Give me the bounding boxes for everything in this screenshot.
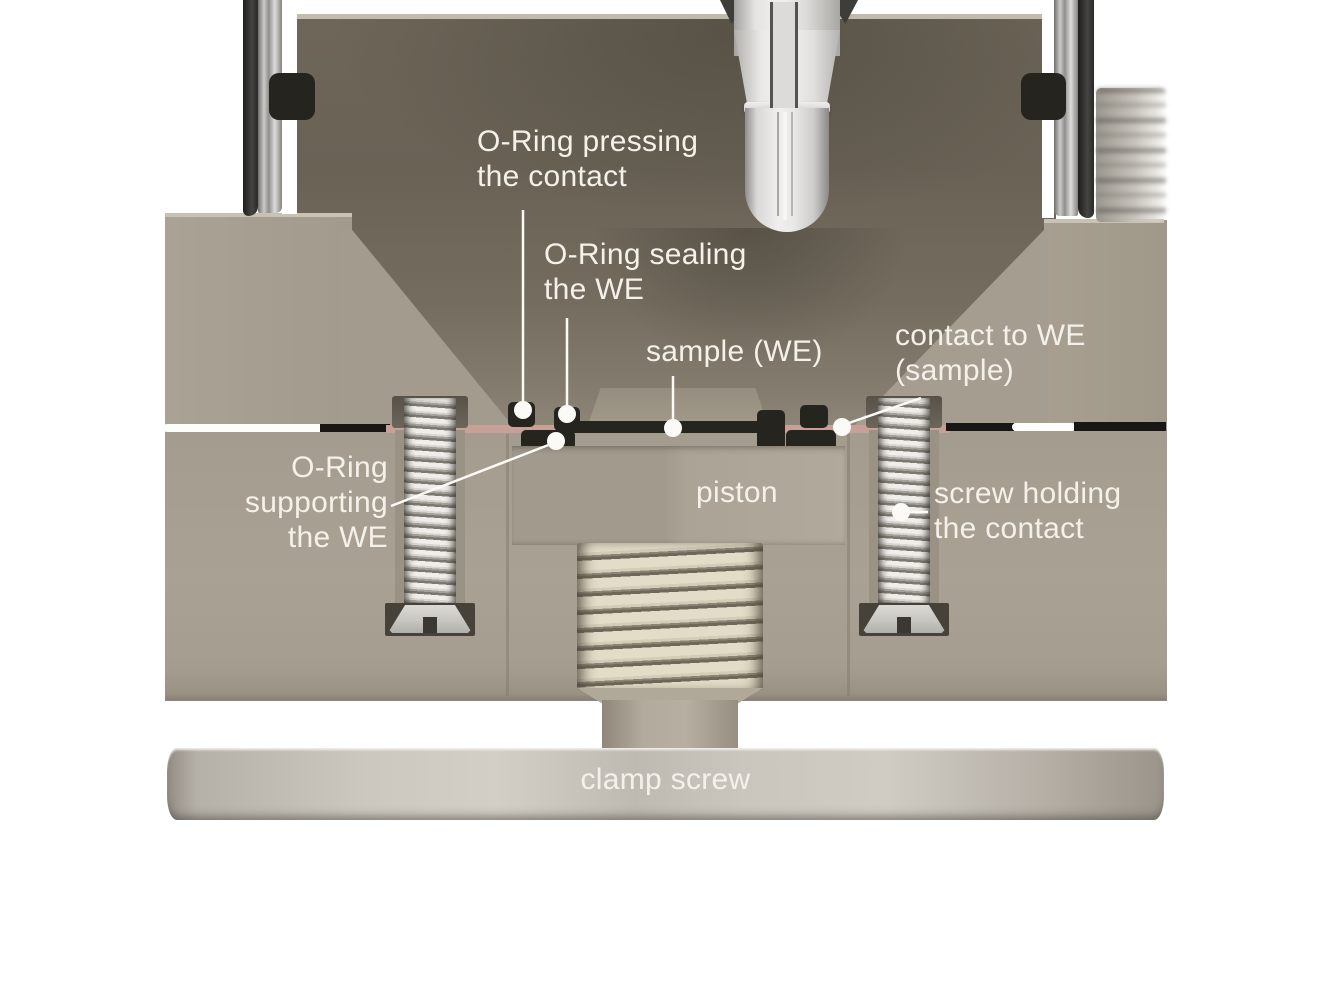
clamp-bolt-threads — [577, 543, 763, 690]
left-screw-slot — [423, 617, 437, 633]
label-screw-holding: screw holding the contact — [934, 477, 1122, 546]
glass-wall-left-edge — [243, 0, 258, 216]
glass-wall-right-edge — [1078, 0, 1094, 218]
glass-tube-body — [745, 108, 829, 232]
capillary-left-line — [770, 2, 773, 108]
piston-block — [512, 446, 845, 545]
label-piston: piston — [696, 476, 778, 509]
seam-dark-right2 — [1074, 422, 1166, 431]
contact-right-block — [757, 410, 785, 450]
piston-gap-left — [506, 434, 509, 696]
glass-capillary — [773, 2, 795, 108]
funnel-inner-shadow — [590, 228, 910, 368]
piston-top-face — [588, 388, 768, 425]
seam-highlight-right — [1012, 423, 1076, 431]
right-screw-shaft — [878, 398, 930, 608]
piston-gap-right — [847, 434, 850, 696]
label-contact-to-we: contact to WE (sample) — [895, 319, 1086, 388]
label-oring-pressing: O-Ring pressing the contact — [477, 125, 699, 194]
label-sample-we: sample (WE) — [646, 335, 823, 368]
label-clamp-screw: clamp screw — [580, 763, 751, 796]
oring-glass-right — [1021, 73, 1066, 120]
label-oring-supporting: O-Ring supporting the WE — [244, 451, 388, 555]
capillary-right-line — [795, 2, 798, 108]
body-top-edge — [296, 14, 1056, 19]
knurled-collar — [1096, 88, 1166, 222]
glass-streak-1 — [777, 112, 779, 216]
glass-streak-3 — [791, 112, 793, 216]
knurl-stripes — [1096, 88, 1166, 222]
contact-plate — [556, 421, 776, 433]
clamp-bolt-stem — [602, 700, 738, 750]
oring-pressing-contact — [508, 402, 535, 427]
left-screw-shaft — [404, 398, 456, 608]
right-screw-slot — [897, 617, 911, 633]
seam-highlight-left — [163, 424, 325, 432]
oring-glass-left — [269, 73, 315, 120]
body-shading — [296, 14, 1056, 234]
seam-dark-left — [320, 424, 390, 432]
seam-dark-right1 — [946, 423, 1014, 431]
label-oring-sealing: O-Ring sealing the WE — [544, 238, 747, 307]
glass-streak-2 — [783, 112, 787, 220]
left-column-top-edge — [165, 213, 352, 217]
clamp-screw-disc — [167, 748, 1164, 820]
oring-right-upper — [800, 405, 828, 428]
